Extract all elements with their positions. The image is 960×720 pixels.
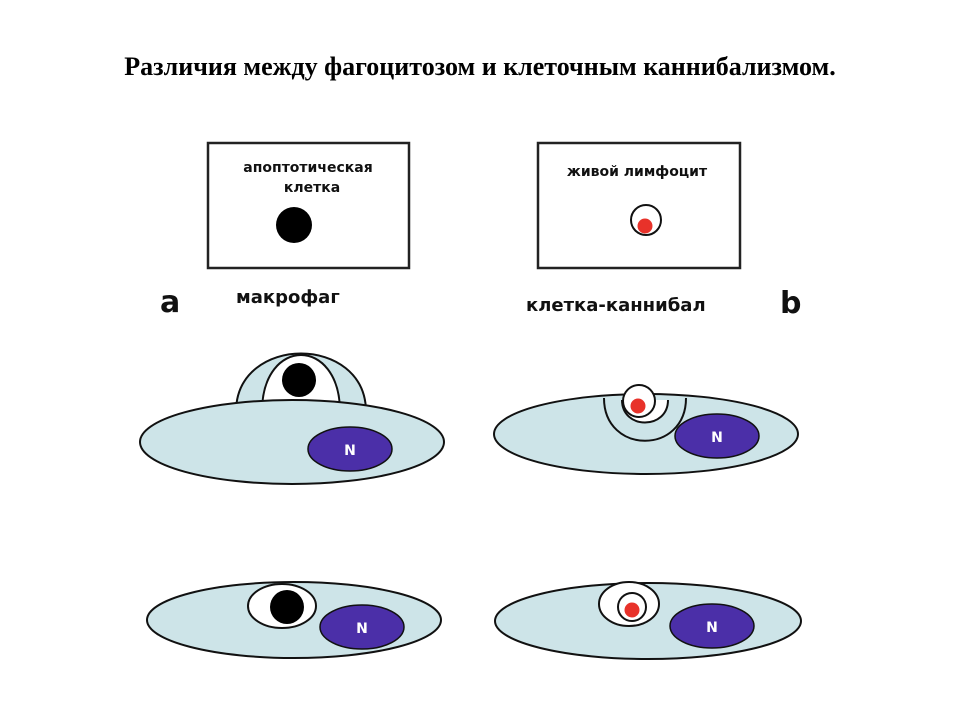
lymphocyte-box: живой лимфоцит <box>536 141 742 270</box>
lymphocyte-core <box>637 218 653 234</box>
cannibal-cell-entry: N <box>493 384 799 475</box>
nucleus-label: N <box>706 620 718 636</box>
apoptotic-cell-box: апоптотическая клетка <box>206 141 411 270</box>
nucleus <box>674 413 760 459</box>
lymphocyte-label: живой лимфоцит <box>567 164 708 180</box>
macrophage-label: макрофаг <box>236 287 340 308</box>
nucleus <box>319 604 405 650</box>
apoptotic-cell <box>276 207 312 243</box>
macrophage-body <box>139 399 445 485</box>
macrophage-engulfing: N <box>139 352 445 485</box>
slide-title: Различия между фагоцитозом и клеточным к… <box>124 52 836 81</box>
cannibal-cell-internalized: N <box>494 581 802 660</box>
nucleus-label: N <box>344 443 356 459</box>
macrophage-internalized: N <box>146 581 442 659</box>
nucleus <box>307 426 393 472</box>
cannibal-cell-label: клетка-каннибал <box>526 295 706 316</box>
panel-letter-a: a <box>160 285 180 320</box>
apoptotic-label-line1: апоптотическая <box>243 160 372 176</box>
engulfed-apoptotic-cell <box>282 363 316 397</box>
panel-letter-b: b <box>780 286 801 321</box>
internalized-lymphocyte-core <box>624 602 640 618</box>
apoptotic-label-line2: клетка <box>284 180 340 196</box>
nucleus <box>669 603 755 649</box>
internalized-apoptotic-cell <box>270 590 304 624</box>
entering-lymphocyte-core <box>630 398 646 414</box>
nucleus-label: N <box>711 430 723 446</box>
nucleus-label: N <box>356 621 368 637</box>
